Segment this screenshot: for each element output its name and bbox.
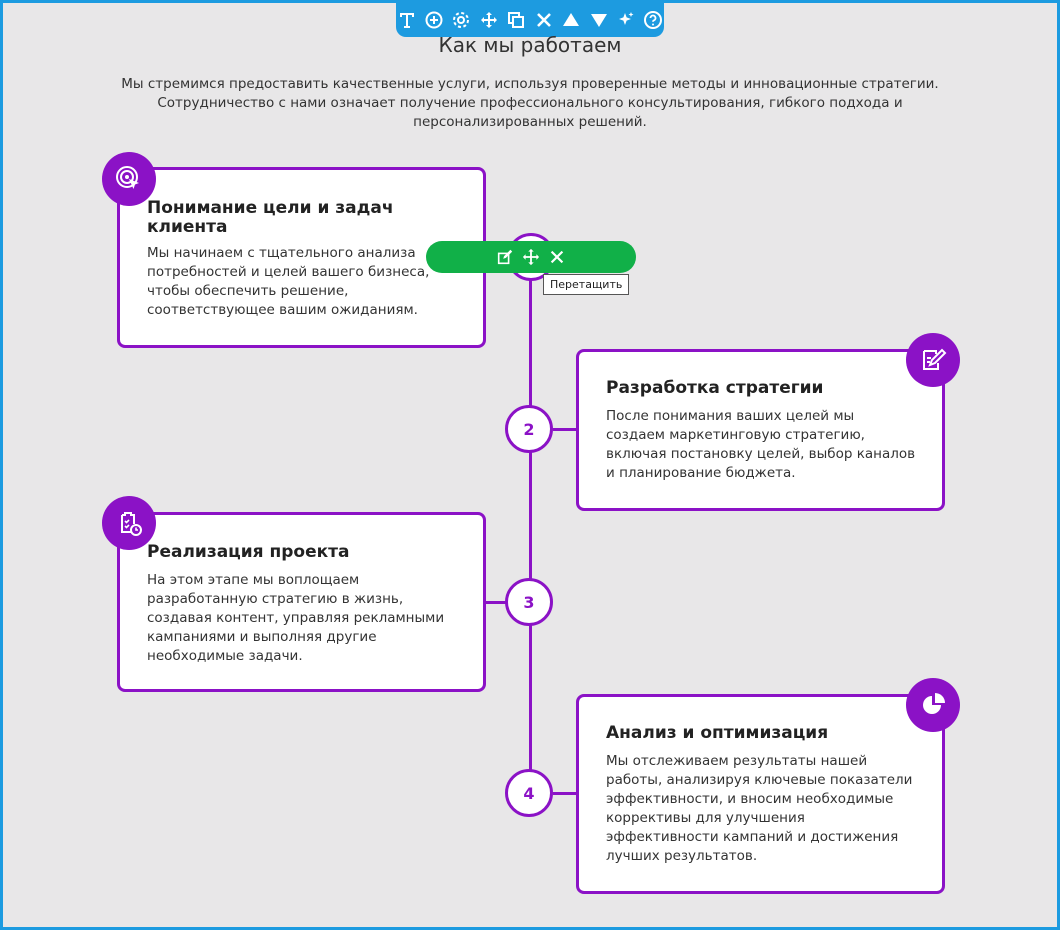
step-card-1[interactable]: Понимание цели и задач клиента Мы начина… — [117, 167, 486, 348]
step-connector-4 — [553, 792, 578, 795]
move-icon[interactable] — [478, 9, 499, 31]
text-icon[interactable] — [396, 9, 417, 31]
edit-icon[interactable] — [495, 247, 515, 267]
add-icon[interactable] — [423, 9, 444, 31]
step-text-2: После понимания ваших целей мы создаем м… — [606, 408, 916, 481]
move-down-icon[interactable] — [588, 9, 609, 31]
drag-icon[interactable] — [521, 247, 541, 267]
magic-icon[interactable] — [615, 9, 636, 31]
step-badge-1 — [102, 152, 156, 206]
close-icon[interactable] — [547, 247, 567, 267]
drag-tooltip: Перетащить — [543, 274, 630, 295]
step-badge-3 — [102, 496, 156, 550]
step-connector-3 — [484, 601, 507, 604]
step-badge-2 — [906, 333, 960, 387]
element-toolbar — [426, 241, 636, 273]
step-badge-4 — [906, 678, 960, 732]
step-card-2[interactable]: Разработка стратегии После понимания ваш… — [576, 349, 945, 511]
clipboard-clock-icon — [121, 512, 142, 536]
settings-icon[interactable] — [451, 9, 472, 31]
intro-text: Мы стремимся предоставить качественные у… — [121, 76, 939, 130]
edit-document-icon — [923, 348, 947, 370]
help-icon[interactable] — [643, 9, 664, 31]
pie-chart-icon — [923, 693, 945, 714]
step-connector-2 — [553, 428, 578, 431]
step-number-2: 2 — [505, 405, 553, 453]
step-text-3: На этом этапе мы воплощаем разработанную… — [147, 572, 445, 664]
step-title-1: Понимание цели и задач клиента — [147, 198, 394, 237]
move-up-icon[interactable] — [560, 9, 581, 31]
step-card-3[interactable]: Реализация проекта На этом этапе мы вопл… — [117, 512, 486, 692]
target-click-icon — [116, 166, 139, 189]
step-card-4[interactable]: Анализ и оптимизация Мы отслеживаем резу… — [576, 694, 945, 894]
step-text-4: Мы отслеживаем результаты нашей работы, … — [606, 753, 913, 864]
step-title-3: Реализация проекта — [147, 542, 350, 562]
duplicate-icon[interactable] — [506, 9, 527, 31]
step-title-2: Разработка стратегии — [606, 378, 824, 398]
step-text-1: Мы начинаем с тщательного анализа потреб… — [147, 245, 430, 318]
timeline-line — [529, 255, 532, 795]
section-toolbar — [396, 3, 664, 37]
step-title-4: Анализ и оптимизация — [606, 723, 829, 743]
delete-icon[interactable] — [533, 9, 554, 31]
step-number-3: 3 — [505, 578, 553, 626]
page-title: Как мы работаем — [438, 33, 622, 57]
step-number-4: 4 — [505, 769, 553, 817]
